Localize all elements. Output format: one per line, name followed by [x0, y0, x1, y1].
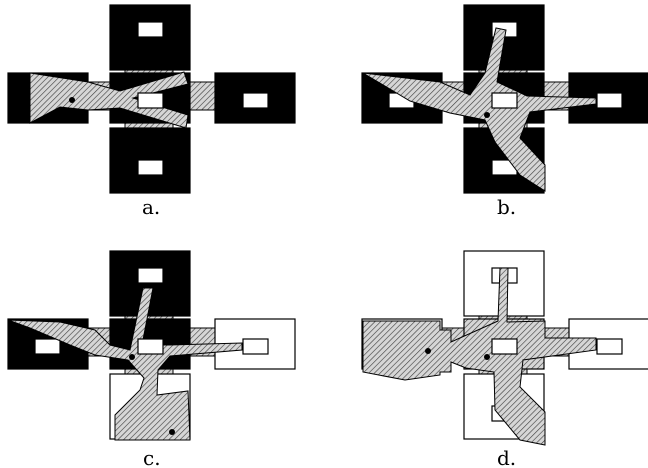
room-window-east [596, 338, 623, 355]
room-window-center-top [137, 92, 164, 109]
panel-label-b: b. [497, 195, 516, 219]
room-window-center-top [491, 92, 518, 109]
room-window-north [137, 267, 164, 284]
panel-d: d. [361, 250, 648, 468]
panel-label-a: a. [142, 195, 160, 219]
room-window-south [137, 159, 164, 176]
visibility-region [362, 267, 597, 446]
visibility-region [29, 71, 189, 129]
room-window-east [596, 92, 623, 109]
guard-point [484, 112, 490, 118]
room-window-east [242, 92, 269, 109]
room-window-north [137, 21, 164, 38]
panel-a: a. [7, 4, 296, 219]
room-window-east [242, 338, 269, 355]
panel-label-c: c. [143, 446, 161, 468]
panel-b: b. [361, 4, 648, 219]
visibility-region [7, 287, 243, 441]
corridor [189, 81, 216, 111]
room-window-center-top [137, 338, 164, 355]
guard-point [484, 354, 490, 360]
room-window-center-top [491, 338, 518, 355]
panel-label-d: d. [497, 446, 516, 468]
visibility-region [362, 27, 597, 192]
guard-point [425, 348, 431, 354]
panel-c: c. [7, 250, 296, 468]
room-window-west [34, 338, 61, 355]
guard-point [169, 429, 175, 435]
guard-point [69, 97, 75, 103]
guard-point [129, 354, 135, 360]
